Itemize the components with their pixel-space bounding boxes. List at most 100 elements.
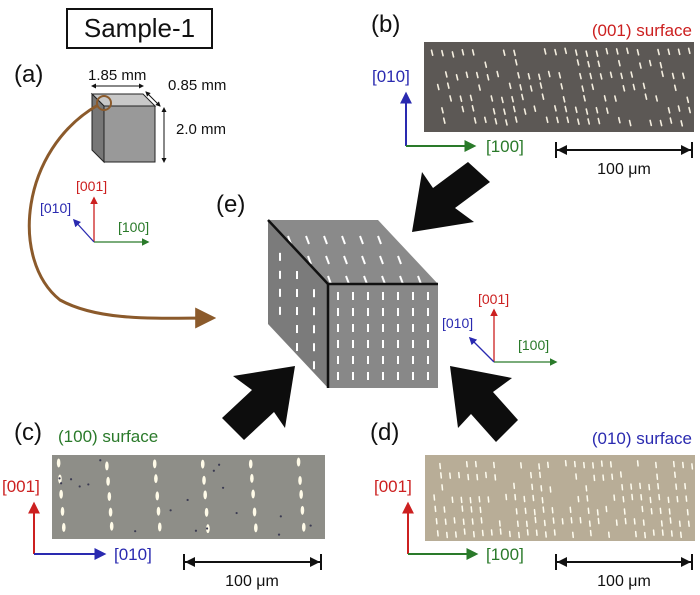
- axis-z-label-d: [001]: [374, 477, 412, 496]
- surface-streak: [570, 517, 573, 524]
- surface-streak: [109, 521, 114, 531]
- surface-streak: [609, 71, 613, 79]
- surface-streak: [642, 82, 646, 90]
- surface-streak: [513, 482, 516, 490]
- surface-streak: [523, 108, 527, 115]
- surface-streak: [605, 505, 608, 513]
- cube-dash: [325, 255, 330, 265]
- axes-c: [001] [010]: [2, 477, 152, 564]
- surface-streak: [650, 508, 653, 515]
- surface-streak: [486, 74, 490, 81]
- surface-streak: [673, 84, 677, 92]
- scale-label-b: 100 μm: [597, 161, 651, 178]
- surface-streak: [490, 529, 493, 536]
- surface-streak: [156, 506, 161, 516]
- surface-streak: [251, 489, 255, 499]
- surface-streak: [639, 482, 642, 490]
- big-arrow-from-c: [222, 366, 295, 440]
- cube-dash: [327, 275, 332, 285]
- surface-streak: [648, 59, 652, 67]
- surface-streak: [540, 485, 543, 492]
- surface-defect: [58, 477, 61, 480]
- surface-streak: [535, 529, 538, 537]
- surface-streak: [597, 60, 601, 68]
- surface-streak: [597, 117, 601, 125]
- scale-label-c: 100 μm: [225, 573, 279, 590]
- surface-streak: [579, 517, 582, 524]
- surface-streak: [687, 47, 691, 55]
- surface-streak: [471, 49, 475, 56]
- surface-streak: [106, 476, 110, 486]
- surface-streak: [595, 106, 599, 114]
- axes-a: [001] [010] [100]: [40, 178, 150, 246]
- surface-streak: [641, 505, 644, 513]
- axes-e: [001] [010] [100]: [442, 291, 558, 366]
- surface-streak: [521, 93, 524, 101]
- surface-streak: [630, 71, 634, 78]
- surface-streak: [505, 493, 508, 501]
- cube-dash: [379, 255, 384, 265]
- surface-streak: [613, 494, 616, 501]
- surface-streak: [474, 460, 477, 468]
- scale-bar-b: 100 μm: [555, 142, 693, 178]
- surface-defect: [99, 459, 102, 462]
- surface-streak: [301, 522, 306, 532]
- surface-streak: [471, 518, 474, 525]
- surface-streak: [659, 61, 663, 69]
- surface-streak: [669, 117, 673, 124]
- surface-streak: [631, 493, 634, 501]
- surface-streak: [300, 505, 305, 515]
- surface-streak: [469, 496, 472, 504]
- surface-streak: [658, 493, 661, 501]
- surface-streak: [512, 105, 516, 113]
- axes-d: [001] [100]: [374, 477, 524, 564]
- scale-label-d: 100 μm: [597, 573, 651, 590]
- surface-streak: [461, 48, 465, 56]
- surface-streak: [461, 505, 464, 512]
- surface-streak: [445, 531, 448, 539]
- surface-streak: [644, 93, 648, 100]
- dim-height: 2.0 mm: [176, 121, 226, 138]
- panel-label-d: (d): [370, 419, 399, 446]
- surface-streak: [494, 474, 497, 481]
- surface-streak: [574, 49, 578, 56]
- surface-streak: [154, 474, 158, 484]
- sample-title: Sample-1: [66, 8, 213, 49]
- surface-defect: [205, 527, 209, 530]
- micrograph-c: [52, 455, 325, 539]
- surface-streak: [493, 461, 496, 469]
- surface-defect: [186, 498, 189, 502]
- surface-defect: [279, 515, 282, 518]
- axis-z-label-c: [001]: [2, 477, 40, 496]
- surface-streak: [443, 506, 446, 513]
- surface-streak: [640, 494, 643, 501]
- surface-streak: [484, 61, 488, 69]
- cube-dash: [381, 275, 386, 285]
- surface-streak: [478, 84, 481, 91]
- surface-streak: [107, 491, 112, 501]
- surface-streak: [204, 507, 209, 517]
- surface-streak: [534, 516, 537, 524]
- curved-arrow: [27, 103, 217, 329]
- surface-streak: [530, 471, 533, 479]
- cube-dash: [399, 275, 404, 285]
- surface-label-c: (100) surface: [58, 427, 158, 446]
- surface-streak: [652, 529, 655, 536]
- cube-dash: [323, 235, 328, 245]
- surface-streak: [248, 459, 253, 469]
- cube-dash: [307, 255, 312, 265]
- surface-streak: [602, 474, 605, 481]
- surface-streak: [434, 505, 437, 513]
- surface-streak: [619, 471, 622, 478]
- surface-streak: [458, 471, 461, 479]
- surface-streak: [494, 117, 498, 125]
- surface-streak: [675, 483, 678, 490]
- cube-dash: [363, 275, 368, 285]
- surface-streak: [687, 520, 690, 527]
- surface-streak: [516, 520, 519, 528]
- surface-streak: [476, 473, 479, 481]
- surface-streak: [541, 497, 544, 504]
- surface-streak: [648, 483, 651, 491]
- surface-streak: [617, 116, 621, 124]
